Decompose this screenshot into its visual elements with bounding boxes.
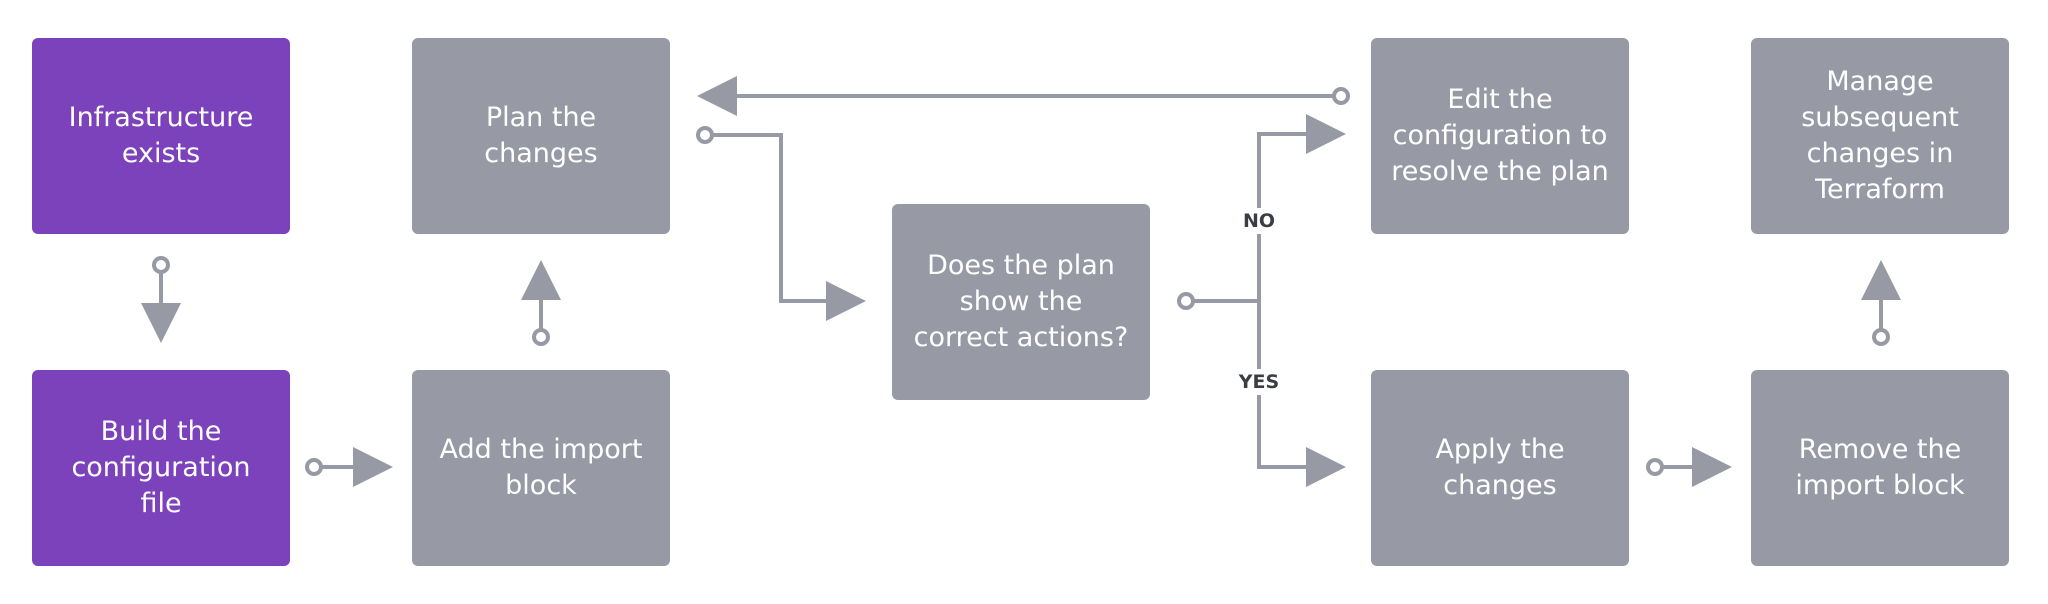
connector-decision-branch <box>1177 114 1346 487</box>
node-label: Build the configuration file <box>71 416 251 519</box>
node-label: Remove the import block <box>1795 434 1965 501</box>
node-label: Manage subsequent changes in Terraform <box>1801 66 1959 205</box>
node-label: Plan the changes <box>484 102 598 169</box>
edge-label-no: NO <box>1240 208 1278 234</box>
node-remove-import-block: Remove the import block <box>1751 370 2009 566</box>
connector-build-to-add <box>305 447 393 487</box>
node-plan-changes: Plan the changes <box>412 38 670 234</box>
node-edit-configuration: Edit the configuration to resolve the pl… <box>1371 38 1629 234</box>
connector-plan-to-decision <box>696 126 866 321</box>
node-label: Apply the changes <box>1435 434 1565 501</box>
node-label: Add the import block <box>439 434 643 501</box>
node-build-configuration: Build the configuration file <box>32 370 290 566</box>
connector-apply-to-remove <box>1646 447 1732 487</box>
node-add-import-block: Add the import block <box>412 370 670 566</box>
edge-label-yes: YES <box>1236 369 1282 395</box>
node-infrastructure-exists: Infrastructure exists <box>32 38 290 234</box>
node-label: Infrastructure exists <box>68 102 254 169</box>
node-label: Does the plan show the correct actions? <box>913 250 1129 353</box>
connector-remove-to-manage <box>1861 260 1901 346</box>
node-label: Edit the configuration to resolve the pl… <box>1391 84 1609 187</box>
connector-edit-to-plan <box>697 76 1350 116</box>
node-manage-changes: Manage subsequent changes in Terraform <box>1751 38 2009 234</box>
node-decision: Does the plan show the correct actions? <box>892 204 1150 400</box>
connector-add-to-plan <box>521 260 561 346</box>
connector-infra-to-build <box>141 256 181 343</box>
node-apply-changes: Apply the changes <box>1371 370 1629 566</box>
